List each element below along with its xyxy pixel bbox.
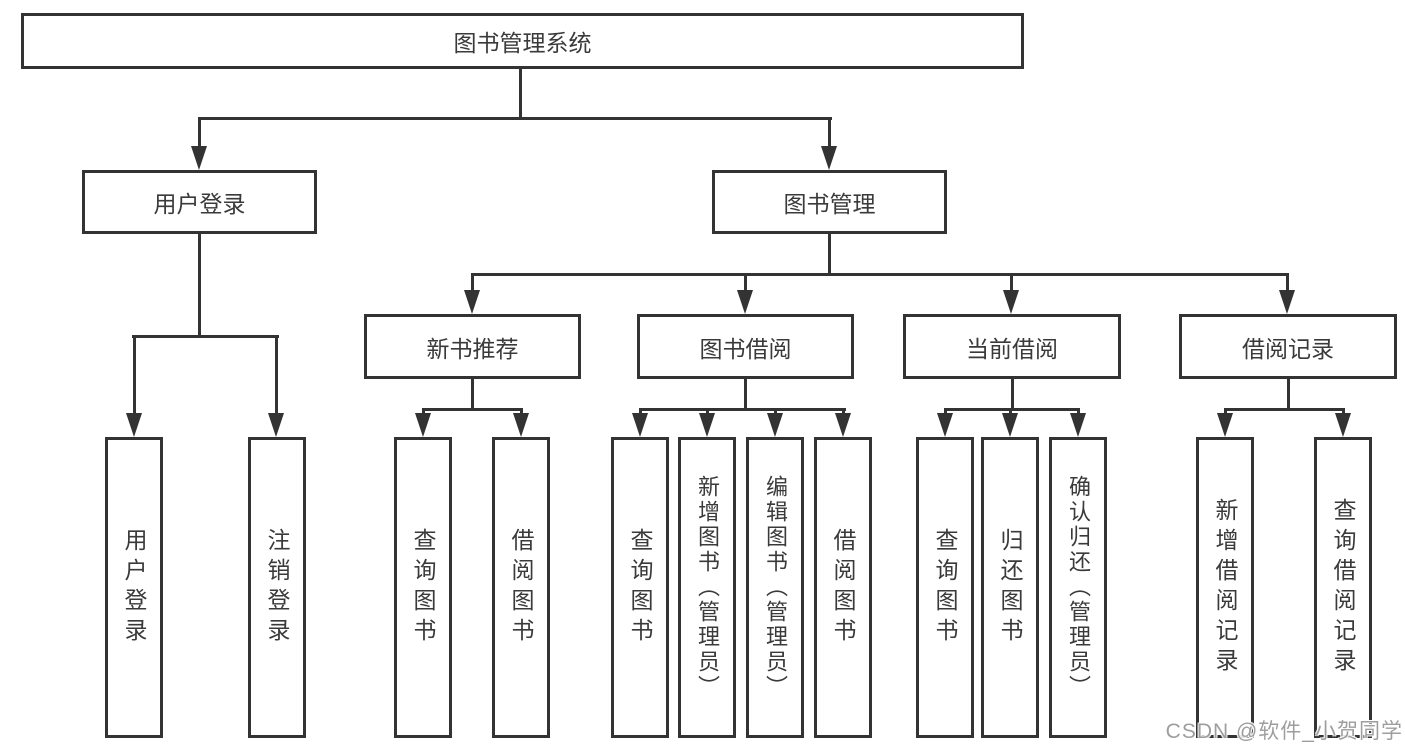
leaf-borrow-add-books-admin-label: 新增图书（管理员） <box>695 475 720 700</box>
connector-recommend-stem-line <box>471 379 474 408</box>
leaf-records-query-record: 查询借阅记录 <box>1314 437 1372 738</box>
leaf-borrow-borrow-books: 借阅图书 <box>814 437 872 738</box>
node-borrow-records: 借阅记录 <box>1179 314 1397 379</box>
arrow-down-icon <box>835 413 851 437</box>
connector-root-stem-line <box>519 69 522 117</box>
leaf-logout-login: 注销登录 <box>248 437 306 738</box>
leaf-current-return-books-label: 归还图书 <box>997 527 1023 648</box>
leaf-current-query-books: 查询图书 <box>916 437 974 738</box>
connector-recommend-branch-line <box>422 408 523 411</box>
arrow-down-icon <box>699 413 715 437</box>
leaf-current-return-books: 归还图书 <box>981 437 1039 738</box>
node-book-borrow: 图书借阅 <box>637 314 854 379</box>
node-book-management: 图书管理 <box>712 170 947 234</box>
connector-login-branch-line <box>132 335 279 338</box>
connector-current-drop-line <box>1077 408 1080 414</box>
arrow-down-icon <box>1335 413 1351 437</box>
connector-current-drop-line <box>944 408 947 414</box>
leaf-borrow-query-books: 查询图书 <box>611 437 669 738</box>
connector-borrow-drop-line <box>842 408 845 414</box>
arrow-down-icon <box>191 146 207 170</box>
connector-records-drop-line <box>1224 408 1227 414</box>
connector-borrow-drop-line <box>639 408 642 414</box>
connector-records-drop-line <box>1342 408 1345 414</box>
connector-recommend-drop-line <box>520 408 523 414</box>
connector-login-drop-line <box>275 335 278 414</box>
leaf-records-add-record-label: 新增借阅记录 <box>1212 497 1238 678</box>
node-user-login-label: 用户登录 <box>153 191 246 217</box>
connector-records-stem-line <box>1287 379 1290 408</box>
arrow-down-icon <box>937 413 953 437</box>
connector-borrow-stem-line <box>744 379 747 408</box>
leaf-records-add-record: 新增借阅记录 <box>1196 437 1254 738</box>
connector-current-stem-line <box>1011 379 1014 408</box>
leaf-current-confirm-return-admin: 确认归还（管理员） <box>1049 437 1107 738</box>
leaf-borrow-query-books-label: 查询图书 <box>627 527 653 648</box>
connector-current-drop-line <box>1009 408 1012 414</box>
node-user-login: 用户登录 <box>82 170 317 234</box>
arrow-down-icon <box>767 413 783 437</box>
leaf-borrow-edit-books-admin: 编辑图书（管理员） <box>746 437 804 738</box>
arrow-down-icon <box>821 146 837 170</box>
node-book-management-label: 图书管理 <box>783 191 876 217</box>
leaf-logout-login-label: 注销登录 <box>264 527 290 648</box>
leaf-user-login: 用户登录 <box>105 437 163 738</box>
connector-recommend-drop-line <box>422 408 425 414</box>
leaf-records-query-record-label: 查询借阅记录 <box>1330 497 1356 678</box>
connector-root-branch-line <box>198 117 832 120</box>
connector-borrow-branch-line <box>639 408 846 411</box>
leaf-borrow-borrow-books-label: 借阅图书 <box>830 527 856 648</box>
connector-mgmt-drop-line <box>1286 273 1289 291</box>
leaf-current-query-books-label: 查询图书 <box>932 527 958 648</box>
arrow-down-icon <box>1217 413 1233 437</box>
arrow-down-icon <box>415 413 431 437</box>
leaf-borrow-add-books-admin: 新增图书（管理员） <box>678 437 736 738</box>
connector-mgmt-stem-line <box>828 234 831 273</box>
connector-current-branch-line <box>944 408 1080 411</box>
connector-mgmt-branch-line <box>471 273 1289 276</box>
csdn-watermark: CSDN @软件_小贺同学 <box>1165 720 1403 743</box>
arrow-down-icon <box>268 413 284 437</box>
leaf-recommend-query-books-label: 查询图书 <box>410 527 436 648</box>
arrow-down-icon <box>1279 290 1295 314</box>
node-book-borrow-label: 图书借阅 <box>699 335 792 362</box>
arrow-down-icon <box>632 413 648 437</box>
node-borrow-records-label: 借阅记录 <box>1242 335 1334 362</box>
arrow-down-icon <box>126 413 142 437</box>
connector-root-left-drop-line <box>198 117 201 147</box>
connector-login-drop-line <box>133 335 136 414</box>
connector-mgmt-drop-line <box>471 273 474 291</box>
arrow-down-icon <box>513 413 529 437</box>
arrow-down-icon <box>1002 413 1018 437</box>
connector-borrow-drop-line <box>706 408 709 414</box>
node-current-borrow: 当前借阅 <box>903 314 1121 379</box>
node-new-book-recommend: 新书推荐 <box>364 314 581 379</box>
arrow-down-icon <box>737 290 753 314</box>
connector-mgmt-drop-line <box>1010 273 1013 291</box>
arrow-down-icon <box>464 290 480 314</box>
node-root: 图书管理系统 <box>21 13 1024 69</box>
connector-login-stem-line <box>198 234 201 335</box>
arrow-down-icon <box>1003 290 1019 314</box>
leaf-borrow-edit-books-admin-label: 编辑图书（管理员） <box>763 475 788 700</box>
node-current-borrow-label: 当前借阅 <box>966 335 1058 362</box>
connector-root-right-drop-line <box>828 117 831 147</box>
leaf-user-login-label: 用户登录 <box>121 527 147 648</box>
connector-mgmt-drop-line <box>744 273 747 291</box>
leaf-recommend-borrow-books: 借阅图书 <box>492 437 550 738</box>
leaf-recommend-query-books: 查询图书 <box>394 437 452 738</box>
connector-records-branch-line <box>1224 408 1345 411</box>
node-root-label: 图书管理系统 <box>453 30 592 56</box>
leaf-recommend-borrow-books-label: 借阅图书 <box>508 527 534 648</box>
connector-borrow-drop-line <box>774 408 777 414</box>
arrow-down-icon <box>1070 413 1086 437</box>
leaf-current-confirm-return-admin-label: 确认归还（管理员） <box>1066 475 1091 700</box>
node-new-book-recommend-label: 新书推荐 <box>426 335 519 362</box>
